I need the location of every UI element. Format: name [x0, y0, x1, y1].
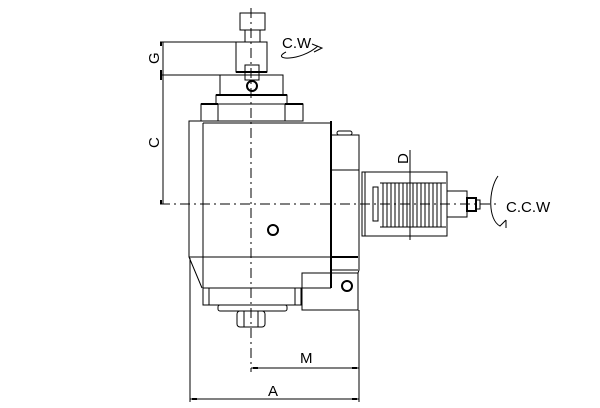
label-a: A — [268, 383, 278, 400]
label-ccw: C.C.W — [506, 199, 551, 216]
cw-rotation-arrow-icon — [281, 45, 319, 59]
dimension-lines — [160, 41, 360, 402]
label-cw: C.W — [282, 35, 312, 52]
screw-icon — [267, 224, 279, 236]
label-d: D — [395, 153, 412, 164]
label-g: G — [146, 52, 163, 64]
rotation-arrows — [281, 43, 507, 228]
top-drive-assembly — [200, 12, 304, 122]
ccw-rotation-arrow-icon — [490, 175, 507, 227]
screw-icon — [246, 80, 258, 92]
screw-icon — [341, 280, 353, 292]
label-m: M — [300, 350, 313, 367]
label-c: C — [146, 137, 163, 148]
spindle-thread — [380, 182, 446, 228]
main-body — [188, 120, 332, 328]
right-housing — [301, 130, 481, 311]
